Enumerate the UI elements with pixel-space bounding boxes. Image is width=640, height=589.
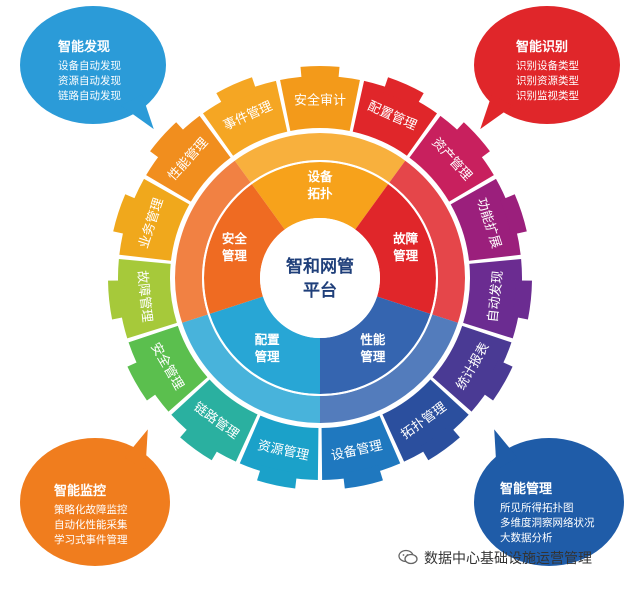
outer-segment bbox=[239, 415, 319, 480]
wechat-icon bbox=[398, 549, 418, 565]
outer-segment-tooth bbox=[180, 425, 220, 461]
outer-segment bbox=[409, 115, 494, 202]
outer-segment-label: 自动发现 bbox=[485, 270, 506, 323]
outer-segment bbox=[321, 415, 401, 480]
inner-segment bbox=[209, 296, 320, 394]
outer-segment-tooth bbox=[150, 122, 188, 161]
inner-segment bbox=[355, 184, 436, 314]
outer-segment-tooth bbox=[382, 77, 424, 108]
outer-segment-label: 安全审计 bbox=[294, 93, 346, 109]
inner-segment-label: 管理 bbox=[360, 349, 386, 364]
bubble-line: 学习式事件管理 bbox=[54, 534, 128, 546]
inner-segment-label: 设备 bbox=[307, 169, 333, 184]
outer-segment bbox=[171, 379, 258, 462]
inner-segment-label: 安全 bbox=[222, 231, 248, 246]
outer-segment-label: 故障管理 bbox=[134, 270, 154, 323]
outer-segment bbox=[202, 80, 288, 156]
outer-segment-tooth bbox=[420, 425, 460, 461]
bubble-line: 所见所得拓扑图 bbox=[500, 502, 574, 514]
bubble-line: 大数据分析 bbox=[500, 532, 553, 544]
outer-segment-tooth bbox=[113, 194, 140, 235]
inner-segment-band bbox=[234, 133, 406, 183]
bubble-title: 智能监控 bbox=[54, 484, 107, 499]
outer-segment bbox=[432, 325, 512, 412]
outer-segment bbox=[146, 115, 231, 202]
outer-segment-tooth bbox=[257, 465, 298, 489]
bubble-title: 智能发现 bbox=[58, 40, 111, 55]
outer-segment bbox=[382, 379, 469, 462]
bubble-line: 链路自动发现 bbox=[58, 90, 121, 102]
outer-segment bbox=[463, 258, 522, 339]
bubble-line: 多维度洞察网络状况 bbox=[500, 517, 595, 529]
inner-segment-label: 故障 bbox=[393, 231, 419, 246]
inner-segment-label: 性能 bbox=[359, 332, 386, 347]
inner-segment-band bbox=[174, 160, 251, 323]
inner-segment-label: 管理 bbox=[222, 248, 248, 263]
bubble-line: 识别资源类型 bbox=[516, 75, 579, 87]
outer-segment-tooth bbox=[108, 280, 128, 320]
bubble-line: 识别设备类型 bbox=[516, 60, 579, 72]
outer-segment-tooth bbox=[300, 66, 340, 83]
inner-segment-label: 拓扑 bbox=[307, 186, 333, 201]
inner-segment-band bbox=[182, 314, 320, 423]
bubble-line: 自动化性能采集 bbox=[54, 519, 128, 531]
center-title-line1: 智和网管 bbox=[286, 256, 354, 277]
outer-segment-tooth bbox=[480, 359, 513, 401]
outer-segment-tooth bbox=[216, 77, 258, 108]
watermark-text: 数据中心基础设施运营管理 bbox=[424, 551, 592, 567]
outer-segment-tooth bbox=[342, 465, 383, 489]
outer-segment bbox=[280, 76, 360, 131]
bubble-title: 智能管理 bbox=[500, 482, 553, 497]
inner-ring-gap bbox=[202, 160, 438, 396]
outer-segment bbox=[117, 258, 177, 339]
bubble-line: 设备自动发现 bbox=[58, 60, 121, 72]
outer-segment-tooth bbox=[500, 194, 527, 235]
smart-management-bubble: 智能管理 所见所得拓扑图 多维度洞察网络状况 大数据分析 bbox=[474, 438, 624, 566]
center-title-line2: 平台 bbox=[303, 280, 337, 301]
smart-recognition-bubble: 智能识别 识别设备类型 识别资源类型 识别监视类型 bbox=[474, 6, 620, 124]
inner-segment-label: 管理 bbox=[393, 248, 419, 263]
outer-segment-tooth bbox=[512, 280, 532, 320]
watermark: 数据中心基础设施运营管理 bbox=[398, 548, 592, 568]
inner-segment bbox=[251, 161, 389, 230]
inner-segment-label: 管理 bbox=[255, 349, 281, 364]
outer-segment bbox=[352, 80, 438, 156]
inner-segment-label: 配置 bbox=[255, 332, 281, 347]
smart-monitoring-bubble: 智能监控 策略化故障监控 自动化性能采集 学习式事件管理 bbox=[20, 438, 170, 566]
bubble-line: 策略化故障监控 bbox=[54, 504, 128, 516]
bubble-line: 识别监视类型 bbox=[516, 90, 579, 102]
bubble-title: 智能识别 bbox=[516, 40, 569, 55]
inner-segment-band bbox=[320, 314, 458, 423]
smart-discovery-bubble: 智能发现 设备自动发现 资源自动发现 链路自动发现 bbox=[20, 6, 166, 124]
inner-segment bbox=[203, 184, 285, 314]
inner-segment-band bbox=[389, 160, 465, 323]
outer-segment bbox=[128, 325, 208, 412]
outer-segment-tooth bbox=[452, 122, 490, 161]
center-hub bbox=[260, 218, 380, 338]
bubble-line: 资源自动发现 bbox=[58, 75, 121, 87]
outer-segment-tooth bbox=[127, 359, 160, 401]
inner-segment bbox=[320, 296, 431, 394]
